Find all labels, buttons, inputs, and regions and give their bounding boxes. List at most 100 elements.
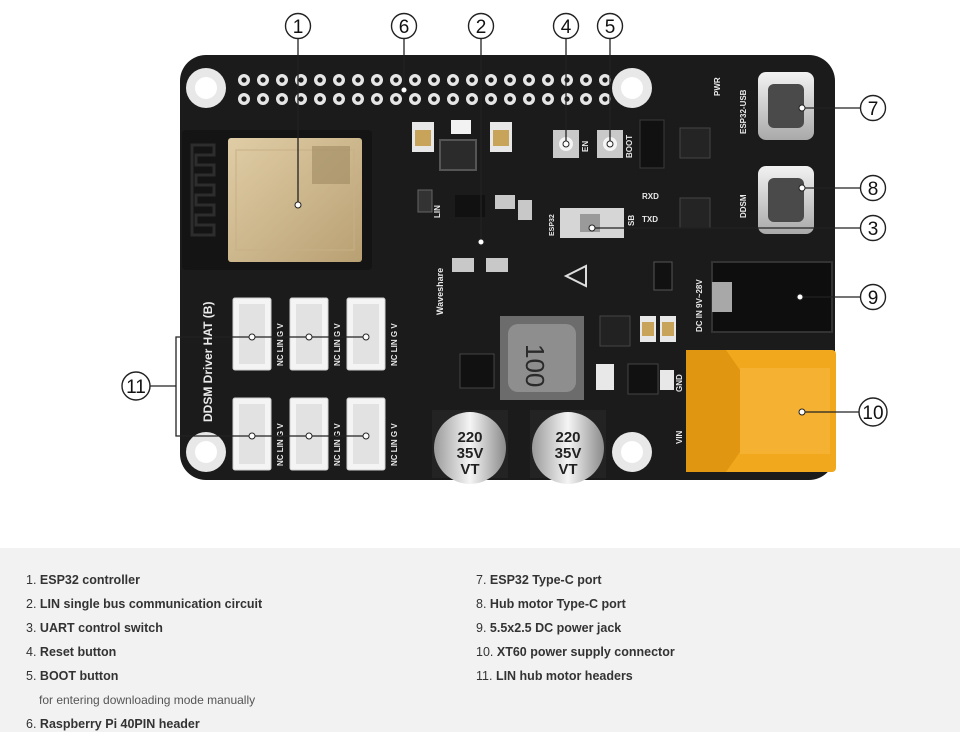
- lin-header-pin-label: NC LIN G V: [276, 323, 285, 366]
- txd-silk: TXD: [642, 215, 658, 224]
- pwr-silk: PWR: [713, 77, 722, 96]
- callout-leader-dots: [248, 86, 806, 440]
- gpio-40pin-header: [238, 74, 611, 105]
- legend-num: 8.: [476, 597, 487, 611]
- electrolytic-capacitors: [432, 410, 606, 484]
- usb-c-ports: [758, 72, 814, 234]
- header-pad-hole: [583, 77, 589, 83]
- legend-text: Raspberry Pi 40PIN header: [39, 717, 200, 731]
- callout-8: 8: [859, 174, 887, 202]
- header-pad-hole: [583, 96, 589, 102]
- boot-silk: BOOT: [625, 135, 634, 158]
- header-pad-hole: [412, 96, 418, 102]
- header-pad-hole: [374, 96, 380, 102]
- legend-item-9: 9. 5.5x2.5 DC power jack: [476, 616, 675, 640]
- inductor: [500, 316, 584, 400]
- header-pad-hole: [393, 96, 399, 102]
- callout-3: 3: [859, 214, 887, 242]
- header-pad-hole: [564, 96, 570, 102]
- legend-text: ESP32 Type-C port: [489, 573, 602, 587]
- callout-6: 6: [390, 12, 418, 40]
- svg-text:2: 2: [476, 17, 487, 38]
- header-pad-hole: [545, 96, 551, 102]
- svg-text:5: 5: [605, 17, 616, 38]
- callout-9: 9: [859, 283, 887, 311]
- legend-note: for entering downloading mode manually: [39, 693, 256, 707]
- port-label-ddsm: DDSM: [739, 194, 748, 218]
- header-pad-hole: [260, 96, 266, 102]
- header-pad-hole: [469, 77, 475, 83]
- board-name-silk: DDSM Driver HAT (B): [201, 302, 215, 422]
- header-pad-hole: [526, 77, 532, 83]
- en-silk: EN: [581, 141, 590, 152]
- top-components: [412, 119, 711, 272]
- inductor-marking: 100: [520, 344, 550, 387]
- callout-1: 1: [284, 12, 312, 40]
- vin-silk: VIN: [675, 430, 684, 444]
- mounting-holes: [186, 68, 652, 472]
- header-pad-hole: [469, 96, 475, 102]
- legend-right-column: 7. ESP32 Type-C port 8. Hub motor Type-C…: [476, 568, 675, 688]
- header-pad-hole: [279, 96, 285, 102]
- svg-text:9: 9: [868, 288, 879, 309]
- legend-item-6: 6. Raspberry Pi 40PIN header: [26, 712, 262, 736]
- legend-text: 5.5x2.5 DC power jack: [489, 621, 622, 635]
- uart-switch: [560, 208, 624, 238]
- lin-header-pin-label: NC LIN G V: [333, 423, 342, 466]
- legend-num: 3.: [26, 621, 37, 635]
- legend-item-5: 5. BOOT button: [26, 664, 262, 688]
- rxd-silk: RXD: [642, 192, 659, 201]
- header-pad-hole: [317, 77, 323, 83]
- legend-num: 11.: [476, 669, 493, 683]
- header-pad-hole: [241, 96, 247, 102]
- legend-panel: 1. ESP32 controller 2. LIN single bus co…: [0, 548, 960, 732]
- callout-leader-lines: [150, 38, 860, 437]
- legend-item-10: 10. XT60 power supply connector: [476, 640, 675, 664]
- svg-text:4: 4: [561, 17, 572, 38]
- lin-header-pin-label: NC LIN G V: [276, 423, 285, 466]
- esp32-silk: ESP32: [549, 214, 556, 236]
- header-pad-hole: [355, 96, 361, 102]
- port-label-esp32-usb: ESP32-USB: [739, 89, 748, 134]
- svg-text:6: 6: [399, 17, 410, 38]
- legend-num: 7.: [476, 573, 487, 587]
- header-pad-hole: [412, 77, 418, 83]
- legend-text: Hub motor Type-C port: [489, 597, 626, 611]
- header-pad-hole: [260, 77, 266, 83]
- capacitor-2-marking: 220 35V VT: [555, 429, 582, 478]
- header-pad-hole: [488, 96, 494, 102]
- header-pad-hole: [431, 77, 437, 83]
- legend-num: 6.: [26, 717, 37, 731]
- callout-5: 5: [596, 12, 624, 40]
- callout-4: 4: [552, 12, 580, 40]
- header-pad-hole: [488, 77, 494, 83]
- header-pad-hole: [336, 77, 342, 83]
- legend-num: 5.: [26, 669, 37, 683]
- svg-text:10: 10: [862, 403, 883, 424]
- header-pad-hole: [298, 77, 304, 83]
- capacitor-2-series: VT: [558, 461, 577, 478]
- legend-item-11: 11. LIN hub motor headers: [476, 664, 675, 688]
- callout-2: 2: [467, 12, 495, 40]
- legend-num: 4.: [26, 645, 37, 659]
- svg-text:3: 3: [868, 219, 879, 240]
- legend-item-4: 4. Reset button: [26, 640, 262, 664]
- legend-text: UART control switch: [39, 621, 163, 635]
- dc-in-silk: DC IN 9V~28V: [695, 279, 704, 332]
- capacitor-1-series: VT: [460, 461, 479, 478]
- brand-silk: Waveshare: [435, 268, 445, 315]
- esp32-module: [182, 130, 372, 270]
- header-pad-hole: [602, 96, 608, 102]
- header-pad-hole: [374, 77, 380, 83]
- legend-num: 2.: [26, 597, 37, 611]
- legend-left-column: 1. ESP32 controller 2. LIN single bus co…: [26, 568, 262, 736]
- header-pad-hole: [526, 96, 532, 102]
- board-figure: NC LIN G V NC LIN G V NC LIN G V NC LIN G V…: [121, 12, 888, 484]
- legend-text: Reset button: [39, 645, 117, 659]
- lin-header-pin-label: NC LIN G V: [390, 323, 399, 366]
- header-pad-hole: [431, 96, 437, 102]
- xt60-connector: [686, 350, 836, 472]
- callout-11: 11: [121, 371, 151, 401]
- legend-text: LIN hub motor headers: [495, 669, 633, 683]
- svg-text:7: 7: [868, 99, 879, 120]
